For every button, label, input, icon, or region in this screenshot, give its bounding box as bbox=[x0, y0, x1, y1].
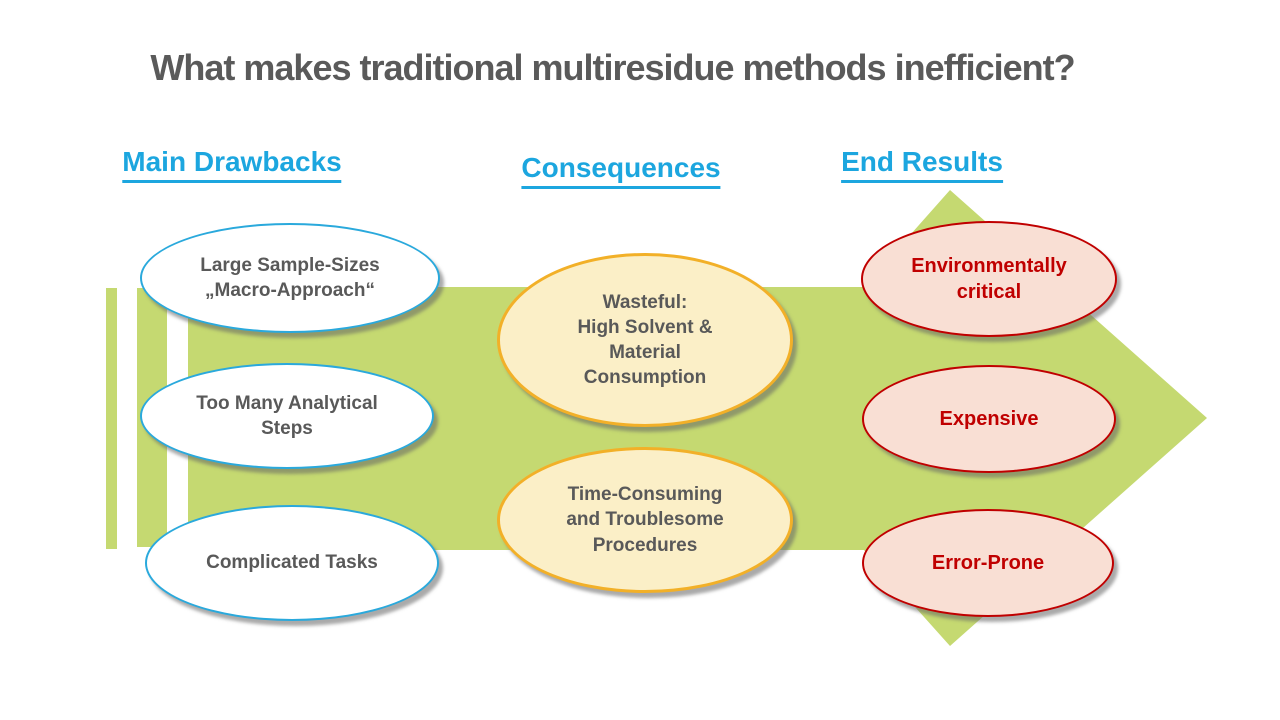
ellipse-time-consuming-procedures: Time-Consuming and Troublesome Procedure… bbox=[497, 447, 793, 593]
ellipse-large-sample-sizes-label: Large Sample-Sizes „Macro-Approach“ bbox=[200, 254, 380, 301]
ellipse-wasteful-consumption: Wasteful: High Solvent & Material Consum… bbox=[497, 253, 793, 427]
ellipse-expensive: Expensive bbox=[862, 365, 1116, 473]
ellipse-environmentally-critical: Environmentally critical bbox=[861, 221, 1117, 337]
arrow-trail-bar-small bbox=[106, 288, 117, 549]
ellipse-environmentally-critical-label: Environmentally critical bbox=[911, 254, 1067, 303]
ellipse-complicated-tasks-label: Complicated Tasks bbox=[206, 552, 378, 574]
ellipse-wasteful-consumption-label: Wasteful: High Solvent & Material Consum… bbox=[577, 291, 713, 389]
column-header-consequences: Consequences bbox=[521, 152, 721, 189]
ellipse-too-many-analytical-steps: Too Many Analytical Steps bbox=[140, 363, 434, 469]
column-header-main-drawbacks-label: Main Drawbacks bbox=[122, 146, 342, 183]
column-header-consequences-label: Consequences bbox=[521, 152, 721, 189]
ellipse-error-prone: Error-Prone bbox=[862, 509, 1114, 617]
ellipse-too-many-analytical-steps-label: Too Many Analytical Steps bbox=[196, 392, 378, 439]
column-header-end-results-label: End Results bbox=[841, 146, 1003, 183]
column-header-end-results: End Results bbox=[841, 146, 1003, 183]
ellipse-complicated-tasks: Complicated Tasks bbox=[145, 505, 439, 621]
ellipse-expensive-label: Expensive bbox=[939, 407, 1039, 430]
ellipse-error-prone-label: Error-Prone bbox=[931, 551, 1045, 574]
ellipse-time-consuming-procedures-label: Time-Consuming and Troublesome Procedure… bbox=[566, 484, 724, 556]
slide-title: What makes traditional multiresidue meth… bbox=[150, 47, 1075, 88]
ellipse-large-sample-sizes: Large Sample-Sizes „Macro-Approach“ bbox=[140, 223, 440, 333]
column-header-main-drawbacks: Main Drawbacks bbox=[122, 146, 342, 183]
